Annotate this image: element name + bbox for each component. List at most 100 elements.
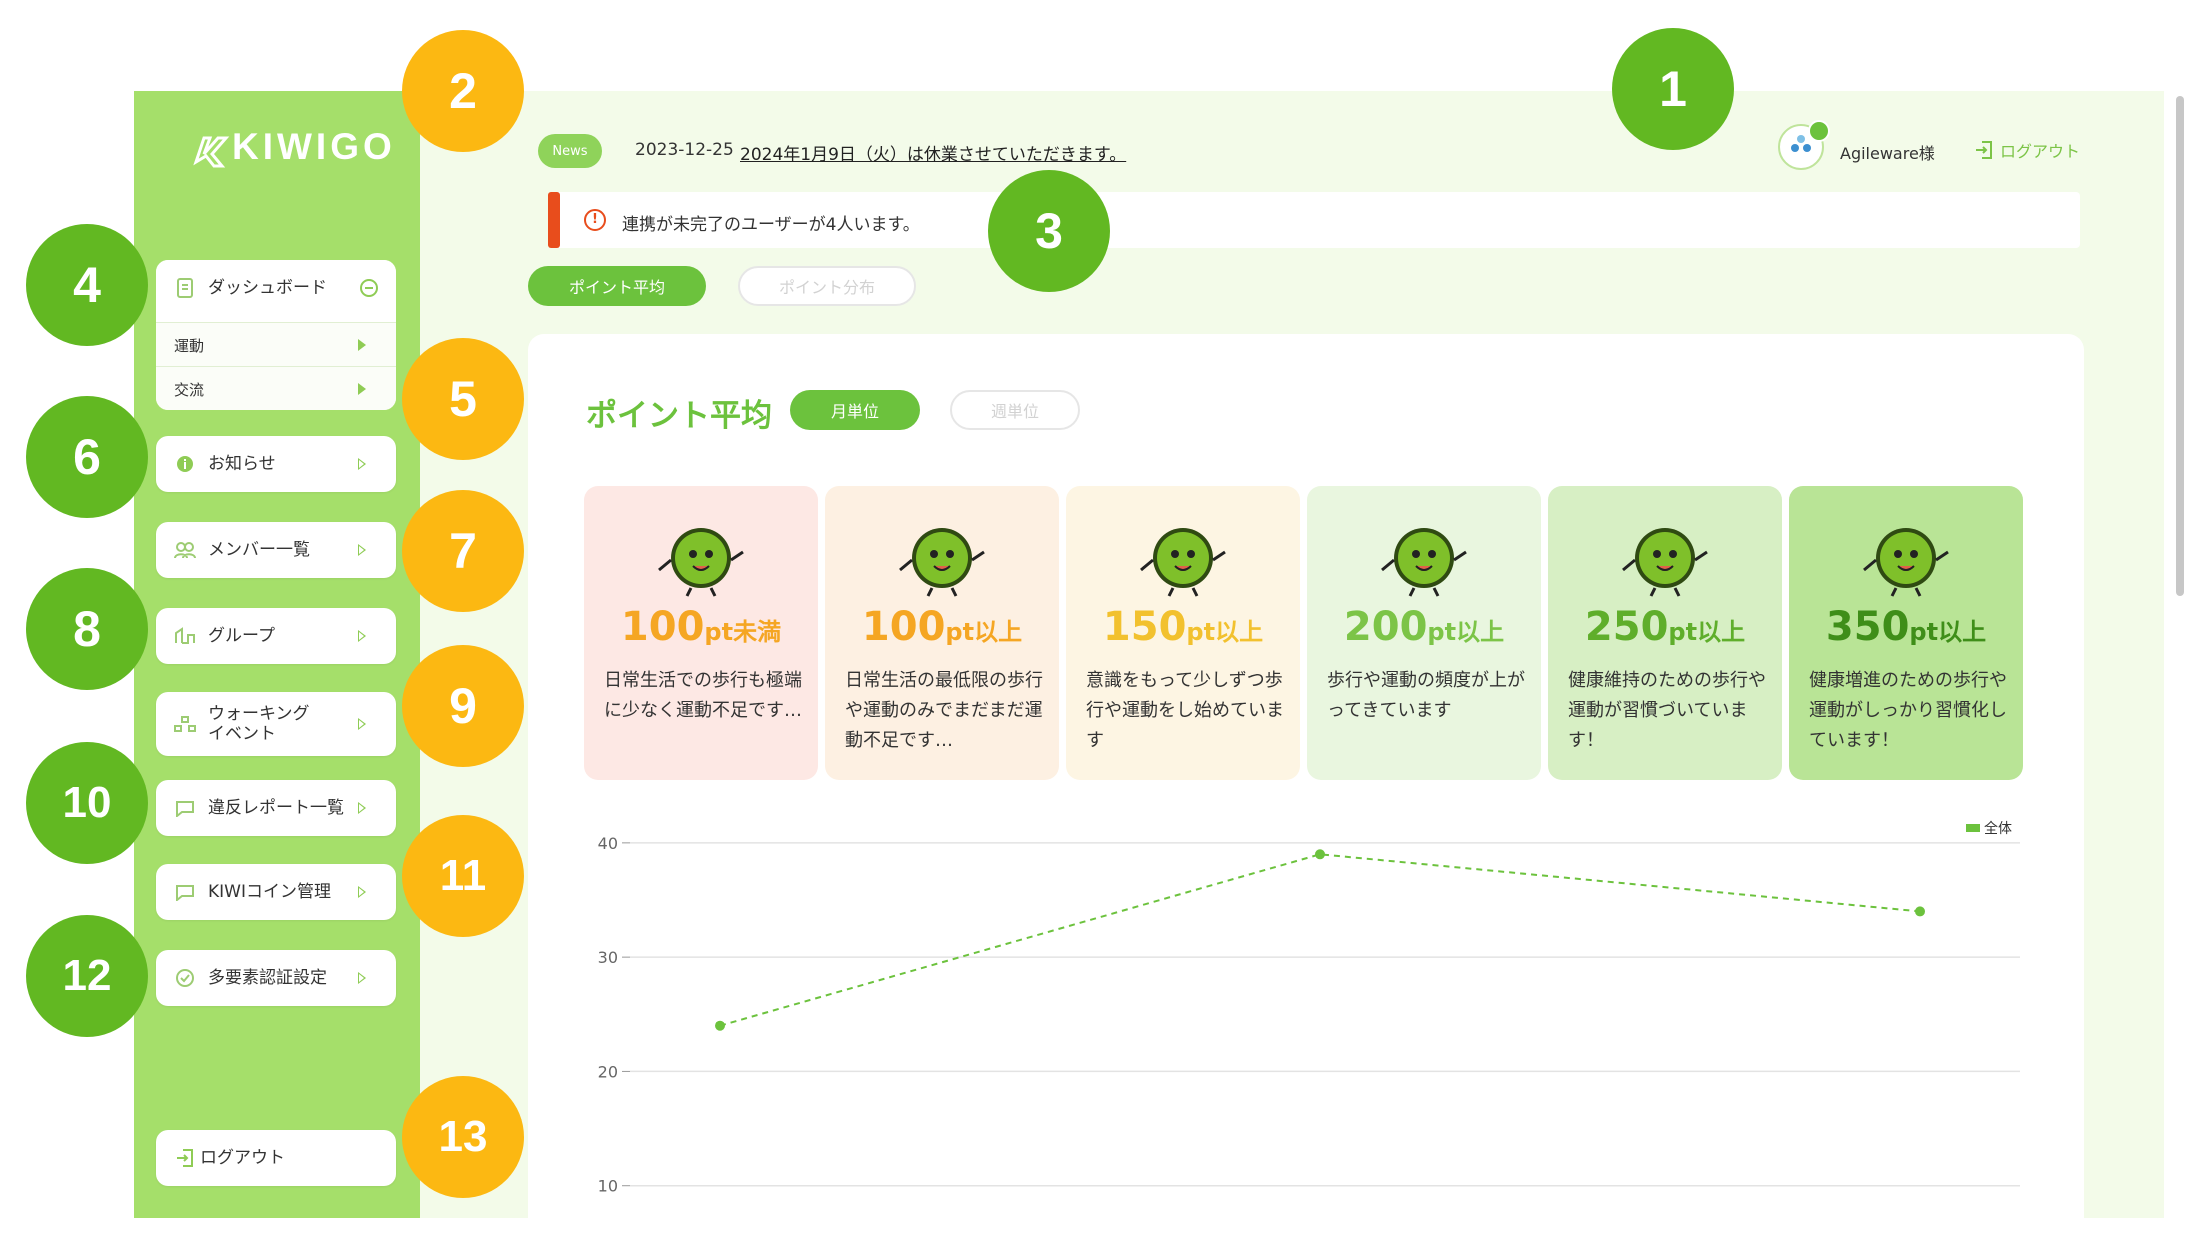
scrollbar[interactable] — [2176, 96, 2184, 596]
level-unit: pt以上 — [945, 618, 1023, 646]
sidebar-item-dashboard[interactable]: ダッシュボード — [156, 260, 396, 316]
sidebar-item-label: ログアウト — [200, 1148, 285, 1168]
data-point[interactable] — [715, 1020, 725, 1031]
legend-label: 全体 — [1984, 821, 2012, 837]
point-average-panel — [528, 334, 2084, 1234]
sidebar-logout-button[interactable]: ログアウト — [156, 1130, 396, 1186]
callout-10: 10 — [26, 742, 148, 864]
sidebar-item-members[interactable]: メンバー一覧 — [156, 522, 396, 578]
sidebar-subitem-label: 交流 — [174, 381, 205, 399]
sidebar-item-kiwi-coin[interactable]: KIWIコイン管理 — [156, 864, 396, 920]
point-average-chart: 10 20 30 40 — [598, 834, 2020, 1196]
logout-icon — [1976, 141, 1992, 159]
level-unit: pt以上 — [1186, 618, 1264, 646]
sidebar-item-label: ダッシュボード — [208, 278, 327, 298]
tab-point-average[interactable]: ポイント平均 — [528, 266, 706, 306]
chevron-right-icon — [358, 972, 366, 984]
sidebar-subitem-label: 運動 — [174, 337, 205, 355]
callout-9: 9 — [402, 645, 524, 767]
level-card: 250pt以上健康維持のための歩行や運動が習慣づいています！ — [1548, 486, 1782, 780]
chart-legend[interactable]: 全体 — [1966, 818, 2012, 838]
tab-point-distribution[interactable]: ポイント分布 — [738, 266, 916, 306]
logo-text: KIWIGO — [232, 126, 396, 167]
walking-event-icon — [174, 713, 196, 735]
level-number: 350 — [1825, 604, 1910, 650]
sidebar-item-label: ウォーキング イベント — [208, 704, 310, 744]
kiwi-character-icon — [1140, 528, 1226, 597]
sidebar-item-violation-reports[interactable]: 違反レポート一覧 — [156, 780, 396, 836]
callout-13: 13 — [402, 1076, 524, 1198]
y-tick-label: 20 — [598, 1062, 618, 1081]
level-description: 日常生活の最低限の歩行や運動のみでまだまだ運動不足です… — [845, 670, 1043, 751]
level-card: 350pt以上健康増進のための歩行や運動がしっかり習慣化しています！ — [1789, 486, 2023, 780]
panel-title: ポイント平均 — [586, 398, 772, 434]
series-line — [719, 853, 1921, 1027]
callout-3: 3 — [988, 170, 1110, 292]
dashboard-menu: ダッシュボード 運動 交流 — [156, 260, 396, 410]
alert-text: 連携が未完了のユーザーが4人います。 — [622, 215, 920, 235]
level-description: 意識をもって少しずつ歩行や運動をし始めています — [1086, 670, 1284, 751]
level-description: 日常生活での歩行も極端に少なく運動不足です… — [604, 670, 802, 721]
level-label: 150pt以上 — [1066, 604, 1300, 650]
callout-8: 8 — [26, 568, 148, 690]
data-point[interactable] — [1315, 849, 1325, 860]
user-name: Agileware様 — [1840, 144, 1935, 163]
level-card: 150pt以上意識をもって少しずつ歩行や運動をし始めています — [1066, 486, 1300, 780]
chevron-right-icon — [358, 382, 366, 395]
edit-badge-icon — [1808, 120, 1830, 142]
news-date: 2023-12-25 — [635, 140, 734, 160]
toggle-monthly[interactable]: 月単位 — [790, 390, 920, 430]
callout-4: 4 — [26, 224, 148, 346]
sidebar-item-label: KIWIコイン管理 — [208, 882, 331, 902]
chevron-right-icon — [358, 802, 366, 814]
sidebar-item-walking-event[interactable]: ウォーキング イベント — [156, 692, 396, 756]
kiwi-character-icon — [658, 528, 744, 597]
callout-6: 6 — [26, 396, 148, 518]
callout-2: 2 — [402, 30, 524, 152]
report-icon — [174, 797, 196, 819]
level-unit: pt以上 — [1909, 618, 1987, 646]
sidebar-item-mfa-settings[interactable]: 多要素認証設定 — [156, 950, 396, 1006]
sidebar-item-news[interactable]: お知らせ — [156, 436, 396, 492]
level-number: 200 — [1343, 604, 1428, 650]
sidebar-item-label: グループ — [208, 626, 275, 646]
sidebar-subitem-exercise[interactable]: 運動 — [156, 322, 396, 366]
level-number: 100 — [620, 604, 705, 650]
chevron-right-icon — [358, 718, 366, 730]
sidebar-item-label: メンバー一覧 — [208, 540, 310, 560]
level-unit: pt以上 — [1668, 618, 1746, 646]
sidebar-item-label: お知らせ — [208, 454, 276, 474]
sidebar-item-label: 多要素認証設定 — [208, 968, 327, 988]
kiwi-character-icon — [1381, 528, 1467, 597]
chevron-right-icon — [358, 886, 366, 898]
data-point[interactable] — [1915, 906, 1925, 917]
toggle-weekly[interactable]: 週単位 — [950, 390, 1080, 430]
header-logout-button[interactable]: ログアウト — [1974, 138, 2080, 162]
sidebar-subitem-social[interactable]: 交流 — [156, 366, 396, 410]
kiwi-character-icon — [899, 528, 985, 597]
agileware-logo-icon — [1791, 135, 1811, 152]
kiwigo-logo[interactable]: KIWIGO — [190, 124, 392, 174]
news-link[interactable]: 2024年1月9日（火）は休業させていただきます。 — [740, 145, 1127, 165]
sidebar-item-label: 違反レポート一覧 — [208, 798, 344, 818]
level-card: 200pt以上歩行や運動の頻度が上がってきています — [1307, 486, 1541, 780]
legend-swatch — [1966, 824, 1980, 832]
chevron-right-icon — [358, 458, 366, 470]
level-unit: pt以上 — [1427, 618, 1505, 646]
level-description: 健康増進のための歩行や運動がしっかり習慣化しています！ — [1809, 670, 2007, 751]
dashboard-icon — [174, 277, 196, 299]
sidebar-item-group[interactable]: グループ — [156, 608, 396, 664]
members-icon — [174, 539, 196, 561]
level-label: 100pt未満 — [584, 604, 818, 650]
level-card: 100pt以上日常生活の最低限の歩行や運動のみでまだまだ運動不足です… — [825, 486, 1059, 780]
level-number: 250 — [1584, 604, 1669, 650]
coin-icon — [174, 881, 196, 903]
callout-5: 5 — [402, 338, 524, 460]
logout-icon — [174, 1147, 196, 1169]
y-tick-label: 30 — [598, 948, 618, 967]
collapse-icon[interactable] — [360, 279, 378, 297]
y-tick-label: 10 — [598, 1177, 618, 1196]
y-tick-label: 40 — [598, 834, 618, 853]
level-label: 200pt以上 — [1307, 604, 1541, 650]
